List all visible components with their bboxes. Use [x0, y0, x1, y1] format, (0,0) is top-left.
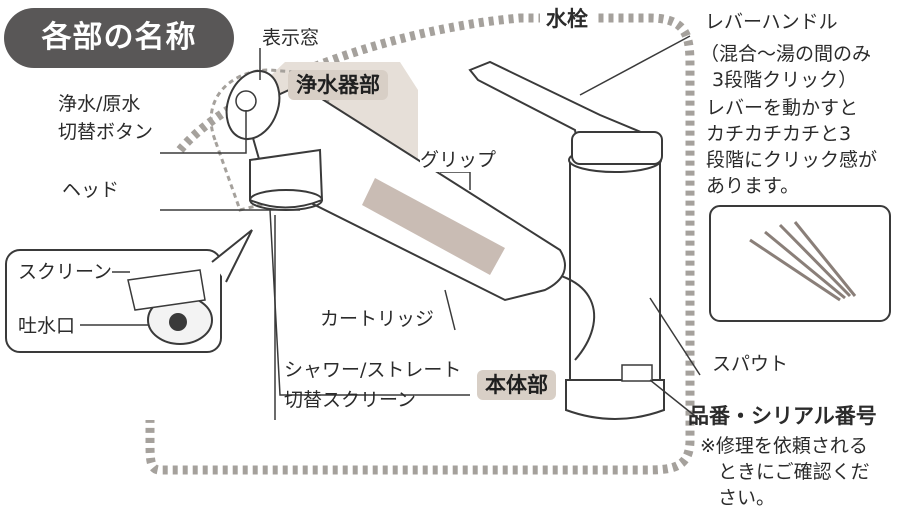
region-purifier-label: 浄水器部 — [288, 70, 388, 100]
serial-note-1: ※修理を依頼される — [700, 435, 868, 457]
lever-note-1: （混合〜湯の間のみ — [700, 43, 872, 65]
display-window-label: 表示窓 — [262, 27, 320, 49]
shower-switch-label-1: シャワー/ストレート — [284, 359, 462, 381]
inset-pointer — [211, 229, 253, 283]
head-nozzle — [249, 148, 324, 209]
lever-inset-box — [709, 205, 891, 322]
lever-note-3: レバーを動かすと — [706, 97, 859, 119]
cartridge-label: カートリッジ — [320, 308, 435, 330]
lever-note-5: 段階にクリック感が — [706, 149, 878, 171]
faucet-region-outline — [145, 13, 695, 475]
head-label: ヘッド — [62, 179, 120, 201]
lever-click-positions — [749, 221, 857, 302]
page-title: 各部の名称 — [4, 8, 234, 68]
spout-label: スパウト — [712, 353, 789, 375]
switch-button-label-2: 切替ボタン — [58, 121, 154, 143]
outlet-hole — [169, 313, 187, 331]
screen-label: スクリーン — [18, 260, 113, 284]
lever-handle-label: レバーハンドル — [705, 11, 838, 33]
serial-note-2: ときにご確認くだ — [718, 461, 870, 483]
screen-shape — [127, 269, 206, 311]
region-body-label: 本体部 — [477, 370, 556, 400]
spout-outlet-label: 吐水口 — [18, 314, 76, 338]
leader-lines — [80, 35, 701, 421]
grip-label: グリップ — [420, 148, 497, 172]
faucet-base — [565, 379, 665, 420]
lever-note-2: 3段階クリック） — [712, 69, 858, 91]
serial-label-plate — [621, 364, 653, 382]
switch-button-label-1: 浄水/原水 — [58, 93, 141, 115]
lever-note-6: あります。 — [706, 175, 800, 197]
cartridge-window — [362, 178, 505, 275]
serial-label: 品番・シリアル番号 — [688, 404, 877, 428]
lever-joint — [571, 131, 663, 165]
shower-switch-label-2: 切替スクリーン — [284, 389, 417, 411]
serial-note-3: さい。 — [718, 487, 776, 509]
region-faucet-label: 水栓 — [540, 6, 594, 32]
switch-button-shape — [235, 90, 257, 112]
lever-note-4: カチカチカチと3 — [706, 123, 852, 145]
